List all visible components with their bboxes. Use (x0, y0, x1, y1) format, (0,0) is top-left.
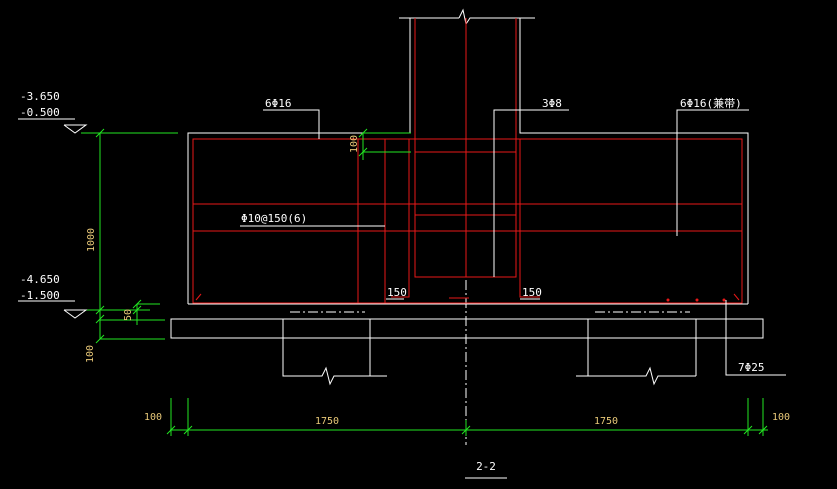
leader-side-bars (676, 109, 749, 236)
concrete-outline (170, 8, 764, 445)
pile-left (282, 319, 387, 386)
label-side-bars-suffix: 兼 (713, 97, 724, 110)
label-side-bars-tail: 带) (724, 97, 742, 110)
dim-tick-h-1 (166, 425, 176, 435)
dim-depth: 1000 (86, 228, 97, 252)
main-rebar-cage (192, 138, 743, 304)
bar-dot-2 (695, 298, 699, 302)
dim-tick-h-5 (758, 425, 768, 435)
dim-tick-3 (95, 314, 105, 324)
leader-bottom-bars (725, 300, 786, 376)
dim-tick-1 (95, 128, 105, 138)
cushion-slab (170, 318, 764, 339)
dim-tick-h-4 (743, 425, 753, 435)
label-bottom-bars: 7Φ25 (738, 361, 765, 374)
pile-right (576, 366, 696, 386)
anchor-left (391, 139, 410, 298)
elev-top-triangle (63, 124, 88, 134)
elev-bottom-upper: -4.650 (20, 273, 60, 286)
leader-top-bars (263, 109, 320, 139)
reinforcement (192, 18, 743, 304)
anchor-right (519, 139, 540, 298)
leader-lines (240, 109, 786, 376)
bar-dot-3 (722, 298, 726, 302)
dim-tick-6 (132, 305, 142, 315)
annotations: -3.650 -0.500 -4.650 -1.500 6Φ16 3Φ8 6Φ1… (20, 90, 790, 473)
dim-tick-h-2 (183, 425, 193, 435)
label-stirrups: Φ10@150(6) (241, 212, 307, 225)
label-stirrup-bars: 3Φ8 (542, 97, 562, 110)
leader-stirrup-bars (493, 109, 569, 277)
dim-tick-2 (95, 305, 105, 315)
hook-bl (195, 293, 202, 301)
dim-cover-top-label: 100 (349, 135, 360, 153)
elev-top-upper: -3.650 (20, 90, 60, 103)
dim-edge-left: 100 (144, 412, 162, 423)
dimension-lines (81, 128, 768, 436)
elev-bottom-triangle (63, 309, 88, 319)
dim-edge-right: 100 (772, 412, 790, 423)
dim-span-left: 1750 (315, 416, 339, 427)
dim-anchor-right: 150 (522, 286, 542, 299)
beam-outline-right (519, 18, 749, 304)
elev-top-lower: -0.500 (20, 106, 60, 119)
dim-span-right: 1750 (594, 416, 618, 427)
bar-dot-1 (666, 298, 670, 302)
beam-outline-left (187, 18, 411, 304)
dim-cover-bottom-label: 50 (123, 309, 134, 321)
section-title: 2-2 (476, 460, 496, 473)
label-top-bars: 6Φ16 (265, 97, 292, 110)
hook-br (733, 293, 740, 301)
label-side-bars: 6Φ16(兼带) (680, 97, 742, 110)
column-break-symbol (458, 8, 535, 26)
elev-bottom-lower: -1.500 (20, 289, 60, 302)
label-side-bars-main: 6Φ16( (680, 97, 713, 110)
dim-tick-h-3 (461, 425, 471, 435)
dim-cushion: 100 (85, 345, 96, 363)
dim-anchor-left: 150 (387, 286, 407, 299)
elevation-markers (18, 118, 88, 319)
